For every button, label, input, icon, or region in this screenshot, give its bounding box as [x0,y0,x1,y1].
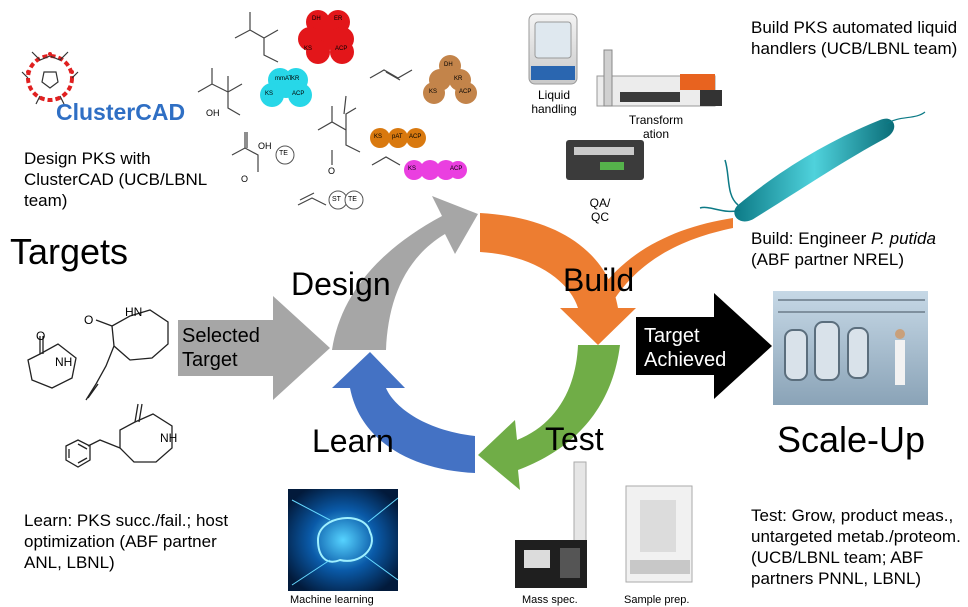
dh-domain-label: DH [444,62,453,68]
pks-module-cyan [260,68,312,107]
qa-qc-caption: QA/ QC [589,196,611,224]
putida-species: P. putida [871,229,936,248]
kr-domain-label: KR [291,76,300,82]
target-molecules [27,309,173,468]
machine-learning-image [288,489,399,591]
chem-hn-label: HN [125,305,143,319]
pks-module-tan [423,55,477,104]
mass-spec-image [515,461,587,588]
liquid-handler-image [528,13,578,85]
ks-domain-label: KS [265,91,274,97]
acp-domain-label: ACP [450,166,463,172]
sample-prep-caption: Sample prep. [624,594,690,606]
bacterium-image [699,111,926,222]
cycle-test-label: Test [545,421,604,457]
chem-oh-label: OH [258,141,272,151]
clustercad-logo: ClusterCAD [56,99,186,125]
cycle-build-label: Build [563,262,635,298]
acp-domain-label: ACP [409,134,422,140]
build-putida-description: Build: Engineer P. putida (ABF partner N… [751,228,961,270]
acp-domain-label: ACP [292,91,305,97]
ks-domain-label: KS [408,166,417,172]
acp-domain-label: ACP [459,89,472,95]
target-achieved-arrow [636,293,772,399]
design-cycle-arrow [332,196,478,350]
target-achieved-label: Target Achieved [644,325,727,371]
chem-o-label: O [241,174,249,184]
pks-module-orange [370,128,426,148]
scale-up-label: Scale-Up [777,419,926,460]
test-cycle-arrow [478,345,620,490]
cycle-learn-label: Learn [312,423,394,459]
build-feed-arrow [600,218,733,303]
acp-domain-label: ACP [335,46,348,52]
er-domain-label: ER [334,16,343,22]
learn-cycle-arrow [332,352,475,473]
chem-nh-label: NH [160,431,178,445]
pks-module-magenta [404,160,467,180]
chem-o-label: O [84,313,94,327]
chem-o-label: O [328,166,336,176]
build-putida-prefix: Build: Engineer [751,229,872,248]
ks-domain-label: KS [374,134,383,140]
dh-domain-label: DH [312,16,321,22]
transformation-caption: Transform ation [628,113,684,141]
liquid-handling-caption: Liquid handling [531,88,577,116]
ks-domain-label: KS [429,89,438,95]
sample-prep-image [625,485,693,583]
selected-target-arrow [178,296,330,400]
transformation-robot-image [596,49,722,107]
qaqc-instrument-image [566,140,644,180]
te-domain-label: TE [279,150,288,157]
targets-label: Targets [10,231,129,272]
learn-description: Learn: PKS succ./fail.; host optimizatio… [24,511,229,572]
scale-up-facility-image [773,291,928,405]
kr-domain-label: KR [454,76,463,82]
pat-domain-label: pAT [392,134,403,140]
chem-nh-label: NH [55,355,73,369]
te-domain-label: TE [348,196,357,203]
build-cycle-arrow [480,213,636,345]
cycle-design-label: Design [291,266,391,302]
ks-domain-label: KS [304,46,313,52]
test-description: Test: Grow, product meas., untargeted me… [751,506,961,588]
chem-o-label: O [36,329,46,343]
pks-module-red [298,10,354,64]
mass-spec-caption: Mass spec. [522,594,578,606]
build-putida-suffix: (ABF partner NREL) [751,250,905,269]
chemical-structures [197,12,413,206]
build-pks-description: Build PKS automated liquid handlers (UCB… [751,18,958,58]
at-domain-label: mmAT [275,76,293,82]
clustercad-logo-icon [21,51,79,105]
machine-learning-caption: Machine learning [290,594,374,606]
chem-oh-label: OH [206,108,220,118]
te-domain-circles [275,145,364,210]
design-pks-description: Design PKS with ClusterCAD (UCB/LBNL tea… [24,149,207,210]
st-domain-label: ST [332,196,341,203]
selected-target-label: Selected Target [182,325,260,371]
